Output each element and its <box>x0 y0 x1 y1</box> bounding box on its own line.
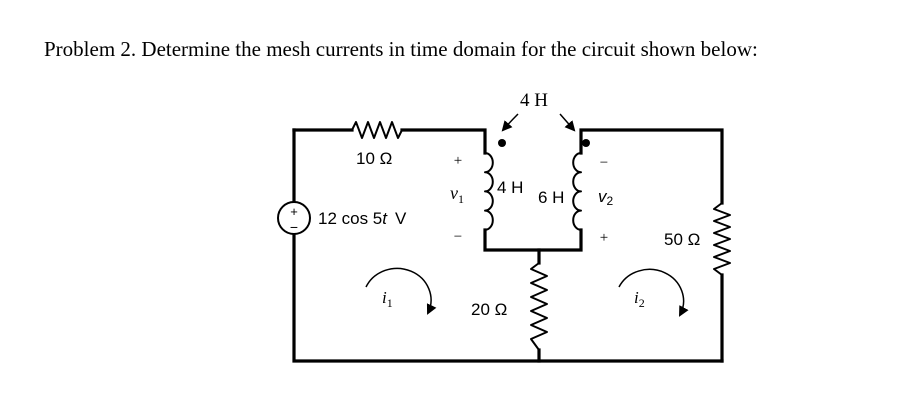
mesh-current-1-arrow <box>365 267 437 315</box>
v1-minus-sign: − <box>454 229 462 245</box>
inductor-left <box>484 152 494 231</box>
dot-left <box>498 139 506 147</box>
source-unit: V <box>395 209 407 228</box>
source-amplitude: 12 cos 5 <box>318 209 382 228</box>
mesh-current-2-arrow <box>618 268 689 317</box>
inductor-right <box>572 152 582 231</box>
source-time-var: t <box>382 209 388 228</box>
resistor-right-label: 50 Ω <box>664 230 700 249</box>
resistor-middle-label: 20 Ω <box>471 300 507 319</box>
problem-title: Problem 2. Determine the mesh currents i… <box>44 37 758 61</box>
mesh2-symbol: i <box>634 288 639 307</box>
voltage-source: + − <box>277 201 311 235</box>
resistor-top-left <box>351 121 403 139</box>
mesh2-subscript: 2 <box>639 296 645 310</box>
source-minus-sign: − <box>290 219 298 235</box>
v1-plus-sign: + <box>454 153 462 169</box>
v2-minus-sign: − <box>600 155 608 171</box>
mesh1-symbol: i <box>382 288 387 307</box>
resistor-top-left-label: 10 Ω <box>356 149 392 168</box>
mutual-arrow-left <box>501 113 519 132</box>
resistor-middle <box>530 262 548 351</box>
v2-plus-sign: + <box>600 230 608 246</box>
v2-symbol: v <box>598 187 608 206</box>
v1-label: v1 <box>450 183 464 206</box>
v2-label: v2 <box>598 187 614 208</box>
mutual-inductance-label: 4 H <box>520 90 548 111</box>
v1-subscript: 1 <box>458 192 464 206</box>
mutual-arrow-right <box>559 113 576 132</box>
dot-right <box>582 139 590 147</box>
inductor-left-label: 4 H <box>497 178 523 197</box>
mesh-current-1-label: i1 <box>382 288 393 310</box>
inductor-right-label: 6 H <box>538 188 564 207</box>
mesh-current-2-label: i2 <box>634 288 645 310</box>
resistor-right <box>713 202 731 276</box>
mesh1-subscript: 1 <box>387 296 393 310</box>
v1-symbol: v <box>450 183 458 203</box>
source-plus-sign: + <box>290 204 298 219</box>
v2-subscript: 2 <box>607 194 614 208</box>
wires <box>292 128 724 363</box>
